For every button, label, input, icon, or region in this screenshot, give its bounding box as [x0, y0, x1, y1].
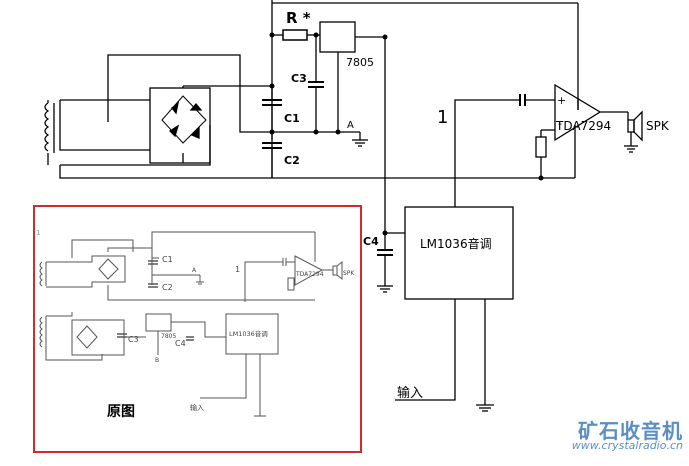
inset-corner-mark: 1 — [36, 229, 40, 237]
watermark-text: 矿石收音机 — [578, 419, 683, 443]
inset-caption: 原图 — [107, 404, 135, 420]
inset-label-b: B — [155, 357, 159, 364]
bridge-rectifier-main — [149, 87, 211, 164]
inset-label-pin-1: 1 — [235, 265, 240, 274]
label-c4: C4 — [363, 235, 379, 248]
inset-label-c3: C3 — [128, 335, 139, 344]
label-input: 输入 — [397, 385, 423, 401]
inset-label-7805: 7805 — [161, 333, 176, 340]
label-r-star: R * — [286, 9, 311, 27]
capacitor-c3 — [308, 35, 324, 132]
inset-label-c1: C1 — [162, 255, 173, 264]
label-amp-minus: - — [558, 117, 562, 130]
label-spk: SPK — [646, 119, 670, 133]
label-7805: 7805 — [346, 56, 374, 69]
amp-tda7294 — [554, 83, 602, 142]
label-a: A — [347, 120, 354, 131]
junction-dots — [269, 32, 544, 236]
regulator-7805 — [319, 21, 356, 53]
ground-c4 — [377, 285, 393, 293]
label-lm1036: LM1036音调 — [420, 236, 492, 251]
transformer-top — [44, 99, 150, 165]
label-c2: C2 — [284, 154, 300, 167]
inset-label-lm1036: LM1036音调 — [229, 329, 268, 338]
label-c1: C1 — [284, 112, 300, 125]
label-tda7294: TDA7294 — [555, 119, 611, 133]
inset-label-spk: SPK — [343, 270, 355, 277]
watermark-url: www.crystalradio.cn — [571, 439, 683, 452]
speaker-icon — [624, 110, 643, 153]
label-c3: C3 — [291, 72, 307, 85]
label-pin-1: 1 — [437, 107, 448, 128]
inset-tone-block — [225, 313, 279, 355]
capacitor-c2 — [262, 142, 282, 178]
main-schematic — [44, 0, 643, 412]
feedback-resistor — [535, 136, 547, 158]
ground-a — [352, 132, 368, 147]
inset-frame — [33, 205, 362, 453]
inset-label-c2: C2 — [162, 283, 173, 292]
inset-original-schematic — [39, 231, 343, 417]
inset-label-input: 输入 — [190, 403, 204, 412]
inset-label-tda7294: TDA7294 — [295, 271, 324, 278]
inset-label-c4: C4 — [175, 339, 186, 348]
label-amp-plus: + — [557, 94, 566, 107]
watermark: 矿石收音机 www.crystalradio.cn — [572, 415, 683, 452]
inset-regulator — [145, 313, 172, 332]
inset-label-a: A — [192, 267, 197, 274]
ground-input — [476, 404, 494, 412]
inset-labels: 1 C1 C2 A 1 TDA7294 SPK C3 7805 C4 B LM1… — [36, 229, 355, 412]
resistor-r-star — [282, 29, 308, 41]
capacitor-c4 — [377, 233, 393, 286]
tone-block-lm1036 — [404, 206, 514, 300]
